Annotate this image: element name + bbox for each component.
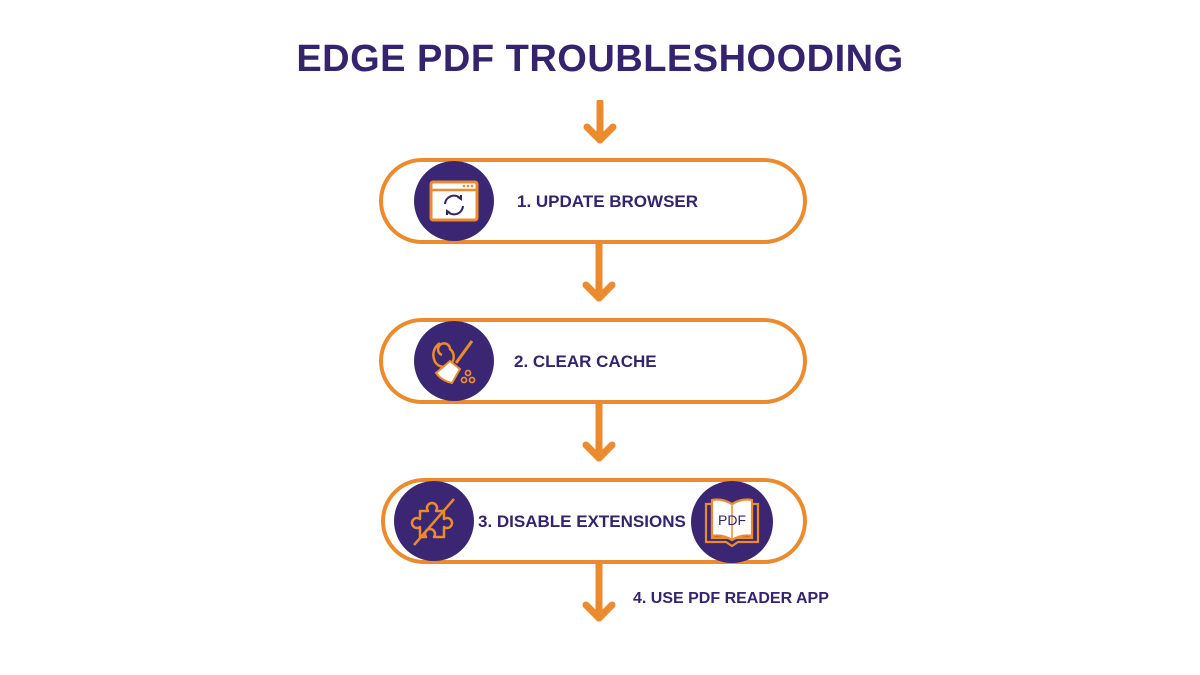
step-3-icon-circle: [394, 481, 474, 561]
step-1-label: 1. UPDATE BROWSER: [517, 192, 699, 211]
page-title: EDGE PDF TROUBLESHOODING: [296, 38, 904, 80]
puzzle-disabled-icon: [410, 498, 455, 546]
arrow-down-icon: [582, 564, 616, 622]
arrow-down-icon: [583, 100, 617, 144]
step-3-label: 3. DISABLE EXTENSIONS: [478, 512, 686, 531]
arrow-down-icon: [582, 244, 616, 302]
step-2-label: 2. CLEAR CACHE: [514, 352, 657, 371]
arrow-down-icon: [582, 404, 616, 462]
step-4-icon-circle: PDF: [691, 481, 773, 563]
browser-refresh-icon: [429, 180, 479, 222]
pdf-icon-text: PDF: [718, 512, 746, 528]
pdf-book-icon: PDF: [704, 498, 760, 548]
broom-icon: [432, 340, 476, 385]
step-1-icon-circle: [414, 161, 494, 241]
step-2-icon-circle: [414, 321, 494, 401]
step-4-label: 4. USE PDF READER APP: [633, 590, 829, 607]
